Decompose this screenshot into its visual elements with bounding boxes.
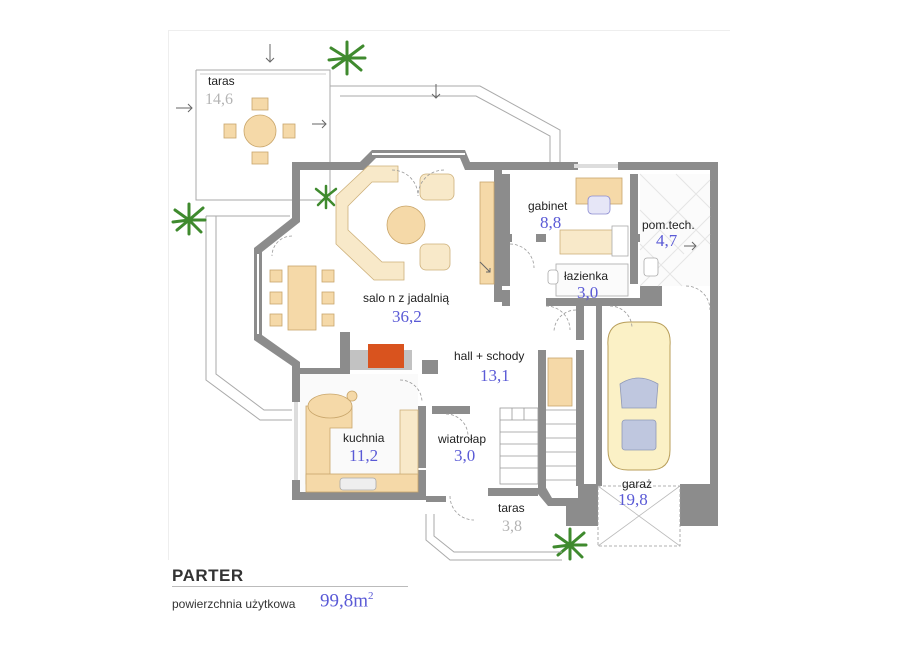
room-label-taras-2: taras	[498, 501, 525, 515]
terrace-top-left	[195, 69, 561, 421]
terrace-bottom	[425, 514, 562, 561]
section-arrows	[176, 44, 697, 273]
room-area-pomtech: 4,7	[656, 231, 678, 250]
room-area-salon: 36,2	[392, 307, 422, 326]
palm-icon	[327, 40, 367, 76]
door-swings	[271, 169, 711, 521]
room-area-garaz: 19,8	[618, 490, 648, 509]
room-area-wiatrolap: 3,0	[454, 446, 475, 465]
room-label-garaz: garaż	[622, 477, 652, 491]
kitchen-counter	[305, 390, 419, 493]
usable-area-unit-exponent: 2	[368, 590, 374, 602]
fireplace	[350, 344, 412, 370]
dining-table	[269, 265, 335, 331]
room-label-salon: salo n z jadalnią	[363, 291, 449, 305]
stairs	[499, 407, 576, 485]
room-label-lazienka: łazienka	[564, 269, 608, 283]
terrace-table	[223, 97, 296, 165]
usable-area-total: 99,8m2	[320, 590, 374, 612]
room-label-pomtech: pom.tech.	[642, 218, 695, 232]
sofa	[335, 165, 455, 281]
frame-line-top	[168, 30, 730, 31]
salon-shelf	[479, 181, 495, 285]
floor-title: PARTER	[172, 566, 244, 585]
car	[607, 321, 671, 471]
palm-icon	[314, 184, 338, 210]
coffee-table	[386, 205, 426, 245]
gabinet-furniture	[559, 177, 629, 257]
room-area-taras-1: 14,6	[205, 91, 233, 108]
room-area-lazienka: 3,0	[577, 283, 598, 302]
palm-icon	[552, 527, 588, 561]
room-label-taras-1: taras	[208, 74, 235, 88]
walls	[254, 150, 718, 526]
room-area-kuchnia: 11,2	[349, 446, 378, 465]
room-label-gabinet: gabinet	[528, 199, 568, 213]
room-label-hall: hall + schody	[454, 349, 524, 363]
room-area-taras-2: 3,8	[502, 518, 522, 535]
garage-door-outline	[597, 485, 681, 547]
palm-icon	[171, 202, 207, 236]
bathroom-fixtures	[547, 257, 659, 297]
room-area-hall: 13,1	[480, 366, 510, 385]
window-glazing	[257, 153, 618, 480]
room-label-wiatrolap: wiatrołap	[437, 432, 486, 446]
room-label-kuchnia: kuchnia	[343, 431, 385, 445]
title-divider	[172, 586, 408, 587]
usable-area-value: 99,8m	[320, 590, 369, 612]
room-area-gabinet: 8,8	[540, 213, 561, 232]
frame-line-left	[168, 30, 169, 560]
usable-area-caption: powierzchnia użytkowa	[172, 597, 296, 611]
hall-wardrobe	[547, 357, 573, 407]
